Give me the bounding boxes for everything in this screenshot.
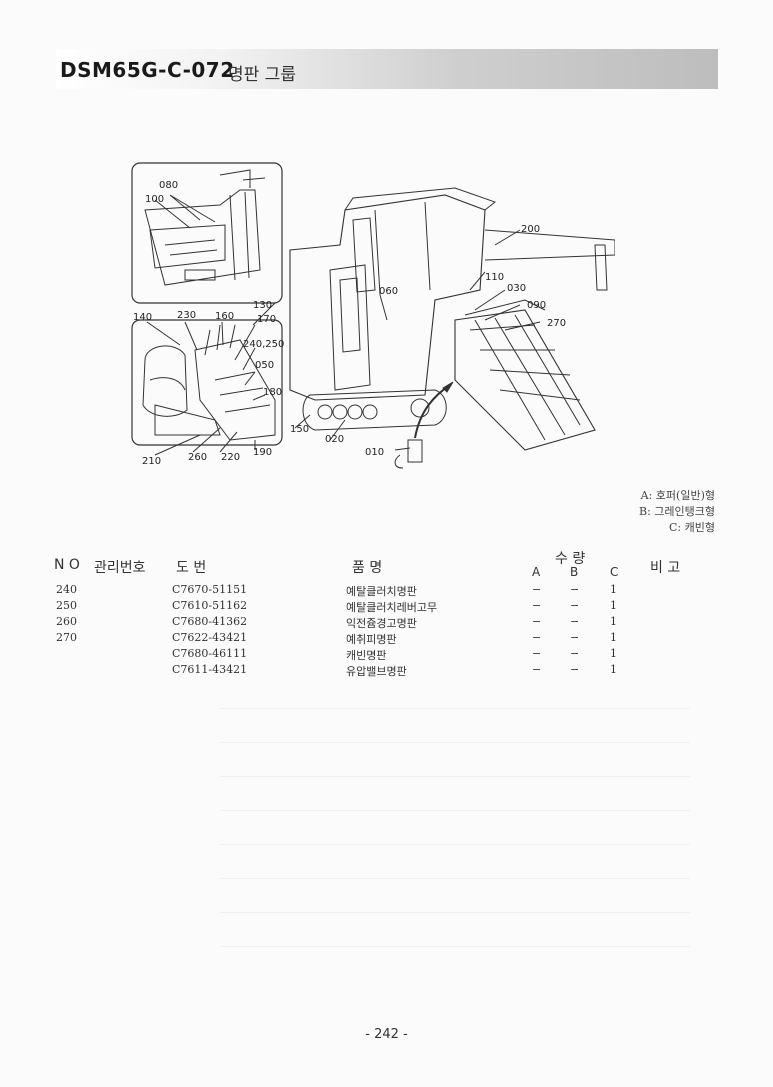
row-part-name: 캐빈명판 [346, 649, 387, 662]
row-drawing-number: C7670-51151 [172, 583, 248, 596]
header-drawing-number: 도 번 [176, 560, 207, 576]
header-remarks: 비 고 [650, 560, 681, 576]
table-row: 270 C7622-43421 예취피명판 − − 1 [0, 631, 773, 647]
part-group-code: DSM65G-C-072 [60, 58, 235, 82]
svg-text:180: 180 [263, 387, 282, 398]
row-no: 240 [56, 583, 77, 596]
row-qty-c: 1 [610, 663, 617, 676]
svg-text:080: 080 [159, 180, 178, 191]
show-through-line [220, 946, 690, 947]
row-qty-a: − [532, 583, 542, 596]
row-qty-c: 1 [610, 615, 617, 628]
row-qty-a: − [532, 631, 542, 644]
show-through-line [220, 708, 690, 709]
svg-text:230: 230 [177, 310, 196, 321]
svg-text:140: 140 [133, 312, 152, 323]
row-drawing-number: C7611-43421 [172, 663, 248, 676]
row-drawing-number: C7680-46111 [172, 647, 248, 660]
header-mgmt-number: 관리번호 [94, 560, 146, 576]
svg-text:100: 100 [145, 194, 164, 205]
svg-text:110: 110 [485, 272, 504, 283]
row-part-name: 예탈클러치명판 [346, 585, 417, 598]
header-bar: DSM65G-C-072 명판 그룹 [56, 49, 718, 89]
header-qty-a: A [532, 565, 541, 579]
svg-text:270: 270 [547, 318, 566, 329]
svg-text:170: 170 [257, 314, 276, 325]
row-qty-b: − [570, 631, 580, 644]
table-row: 240 C7670-51151 예탈클러치명판 − − 1 [0, 583, 773, 599]
svg-text:050: 050 [255, 360, 274, 371]
svg-text:060: 060 [379, 286, 398, 297]
row-qty-b: − [570, 583, 580, 596]
svg-text:130: 130 [253, 300, 272, 311]
row-qty-b: − [570, 663, 580, 676]
row-no: 270 [56, 631, 77, 644]
row-no: 260 [56, 615, 77, 628]
header-quantity: 수 량 [555, 551, 586, 567]
header-qty-b: B [570, 565, 579, 579]
row-part-name: 예탈클러치레버고무 [346, 601, 438, 614]
show-through-line [220, 844, 690, 845]
row-qty-a: − [532, 599, 542, 612]
row-qty-b: − [570, 599, 580, 612]
table-header: N O 관리번호 도 번 품 명 수 량 A B C 비 고 [0, 551, 773, 583]
svg-text:190: 190 [253, 447, 272, 458]
model-legend: A: 호퍼(일반)형 B: 그레인탱크형 C: 캐빈형 [639, 488, 715, 536]
row-qty-c: 1 [610, 631, 617, 644]
table-row: 250 C7610-51162 예탈클러치레버고무 − − 1 [0, 599, 773, 615]
table-row: C7611-43421 유압밸브명판 − − 1 [0, 663, 773, 679]
table-row: 260 C7680-41362 익전쥼경고명판 − − 1 [0, 615, 773, 631]
legend-b: B: 그레인탱크형 [638, 505, 715, 518]
svg-text:200: 200 [521, 224, 540, 235]
row-qty-c: 1 [610, 583, 617, 596]
svg-text:220: 220 [221, 452, 240, 463]
row-part-name: 예취피명판 [346, 633, 397, 646]
show-through-line [220, 878, 690, 879]
row-part-name: 유압밸브명판 [346, 665, 407, 678]
row-part-name: 익전쥼경고명판 [346, 617, 417, 630]
row-drawing-number: C7610-51162 [172, 599, 248, 612]
legend-c: C: 캐빈형 [669, 521, 715, 534]
show-through-line [220, 776, 690, 777]
part-group-title: 명판 그룹 [228, 65, 296, 85]
svg-text:160: 160 [215, 311, 234, 322]
row-qty-a: − [532, 615, 542, 628]
row-drawing-number: C7622-43421 [172, 631, 248, 644]
row-qty-b: − [570, 615, 580, 628]
header-part-name: 품 명 [352, 560, 383, 576]
show-through-line [220, 742, 690, 743]
row-qty-b: − [570, 647, 580, 660]
page-number: - 242 - [365, 1027, 408, 1042]
row-no: 250 [56, 599, 77, 612]
show-through-line [220, 912, 690, 913]
svg-text:010: 010 [365, 447, 384, 458]
svg-text:150: 150 [290, 424, 309, 435]
row-qty-c: 1 [610, 647, 617, 660]
parts-diagram: 080 100 130 140 230 160 170 240,250 050 … [131, 162, 615, 469]
row-qty-a: − [532, 663, 542, 676]
row-qty-c: 1 [610, 599, 617, 612]
header-qty-c: C [610, 565, 619, 579]
svg-text:210: 210 [142, 456, 161, 467]
header-no: N O [54, 557, 80, 573]
row-drawing-number: C7680-41362 [172, 615, 248, 628]
svg-text:030: 030 [507, 283, 526, 294]
svg-text:260: 260 [188, 452, 207, 463]
row-qty-a: − [532, 647, 542, 660]
table-row: C7680-46111 캐빈명판 − − 1 [0, 647, 773, 663]
svg-text:020: 020 [325, 434, 344, 445]
svg-text:090: 090 [527, 300, 546, 311]
svg-text:240,250: 240,250 [243, 339, 284, 350]
legend-a: A: 호퍼(일반)형 [640, 489, 715, 502]
show-through-line [220, 810, 690, 811]
